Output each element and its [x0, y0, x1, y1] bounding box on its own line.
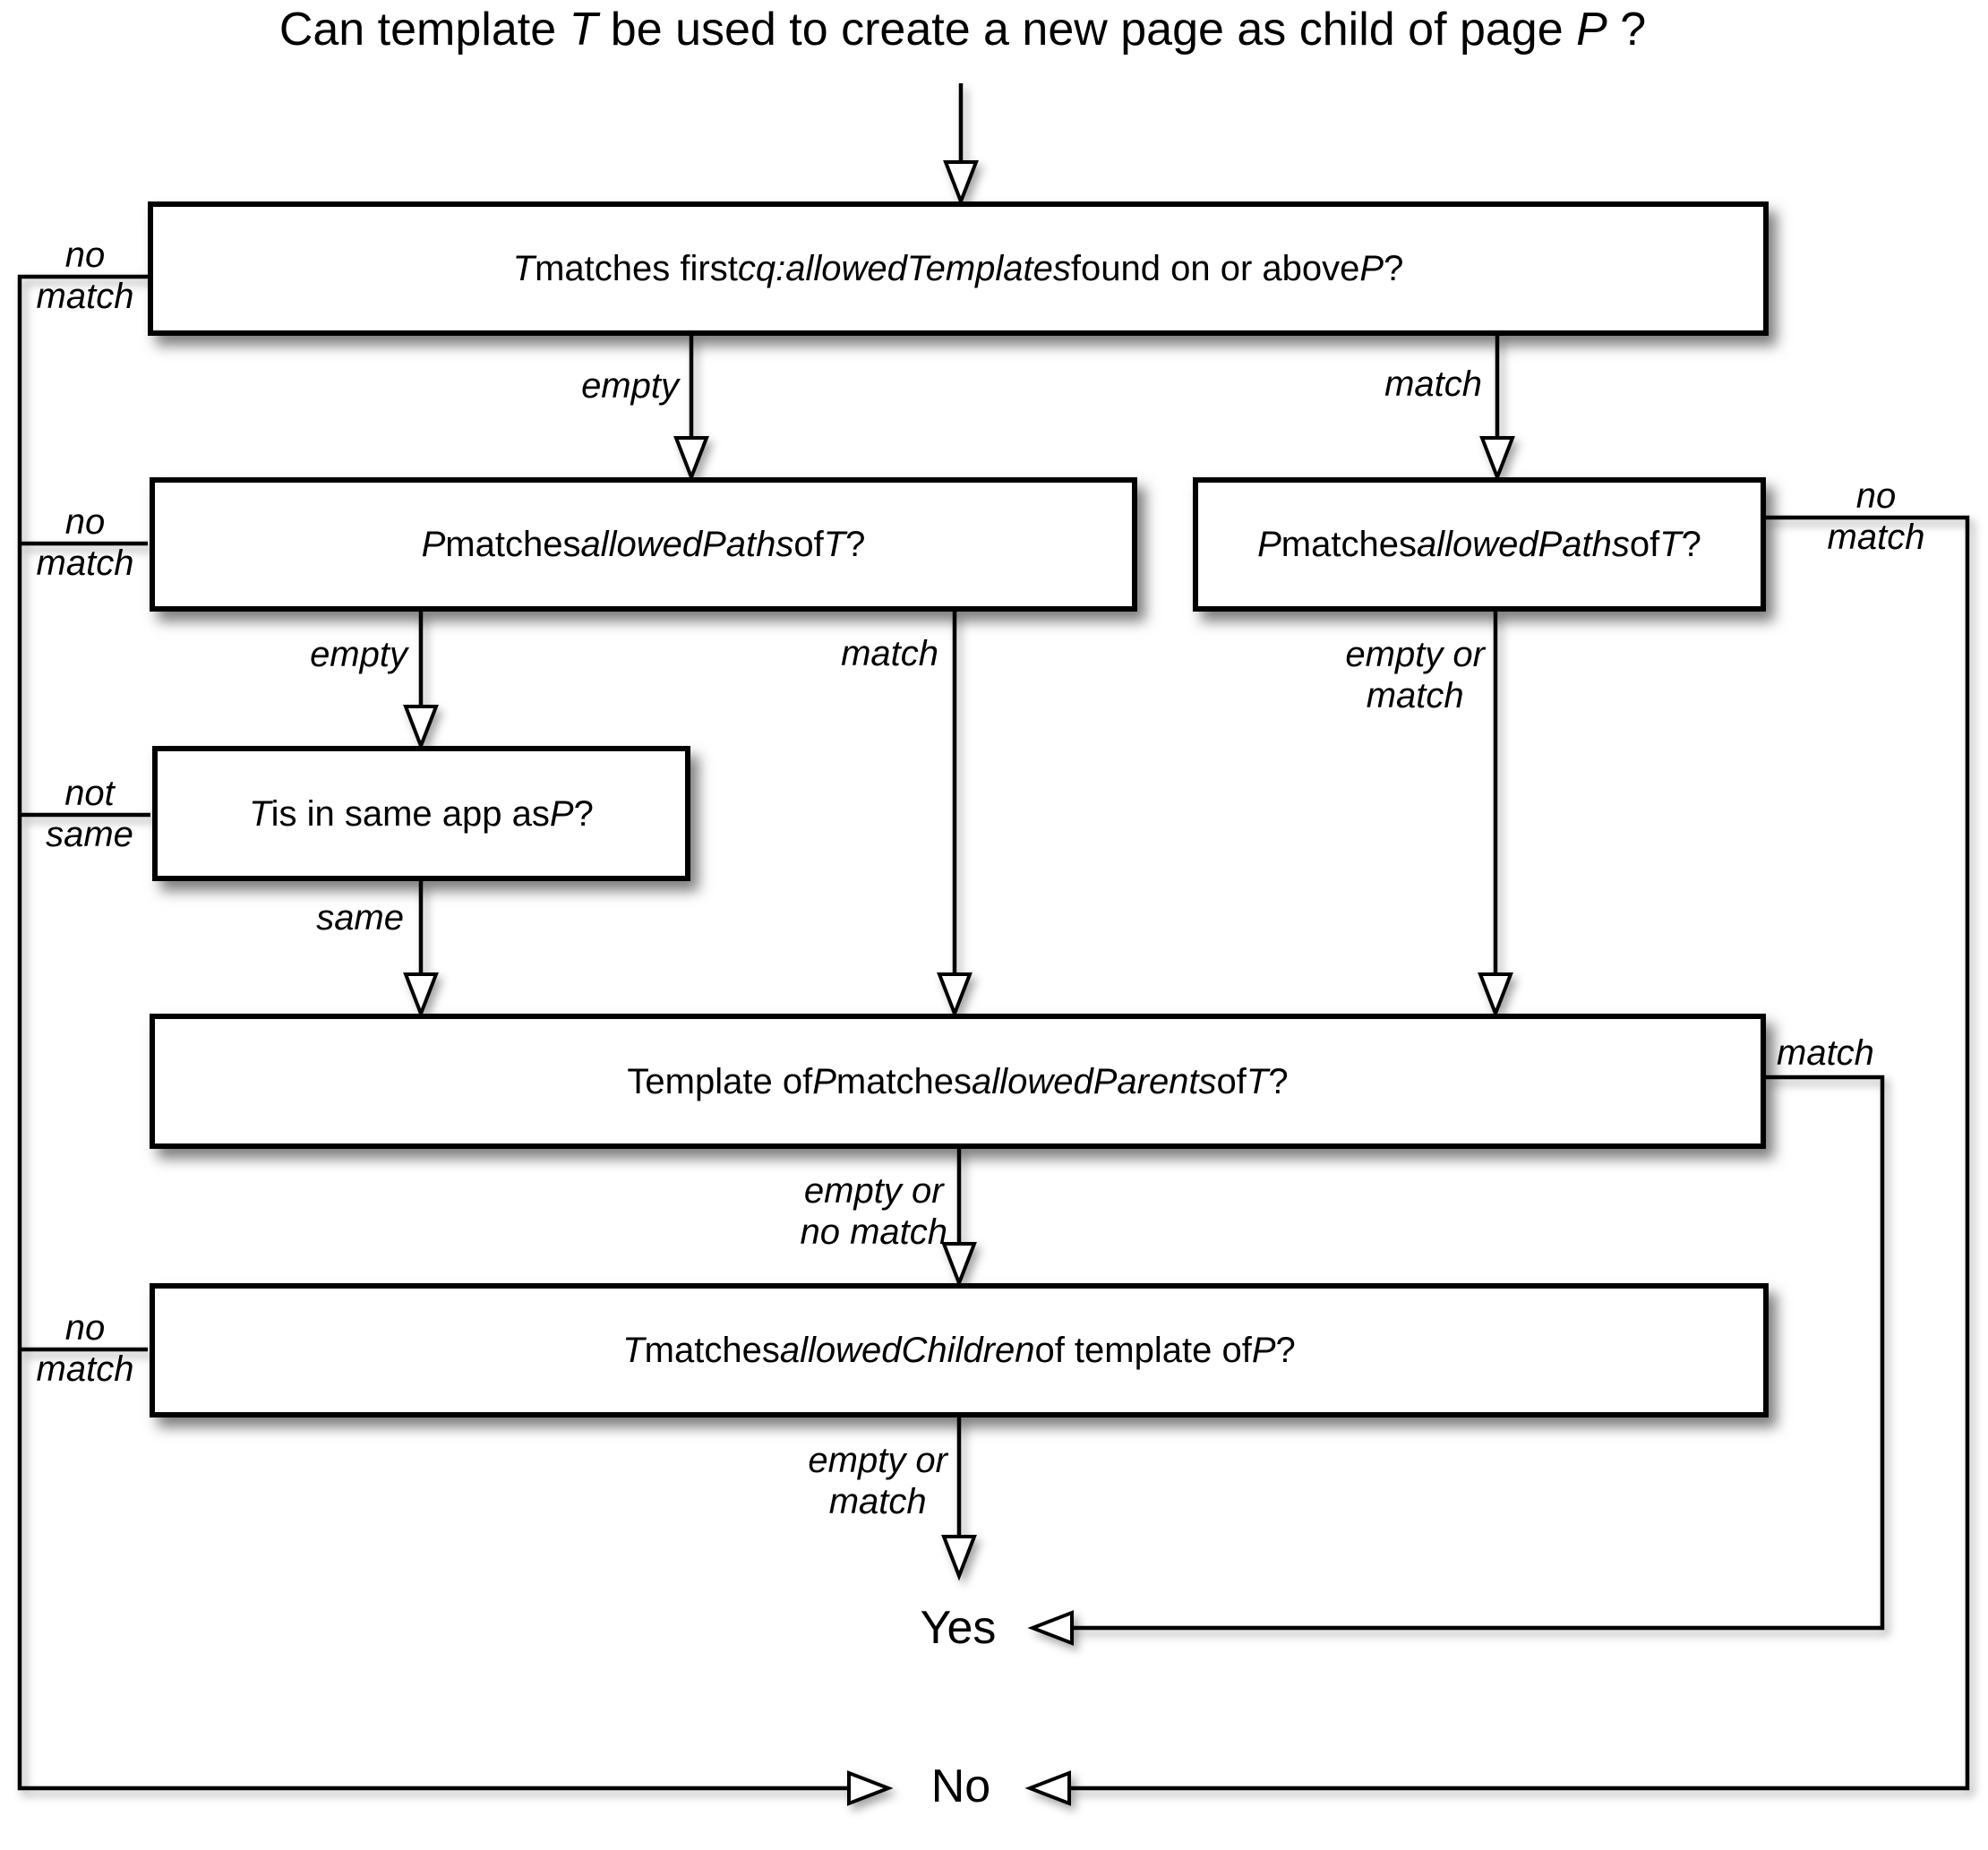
decision-box-same-app: T is in same app as P ? [152, 746, 690, 881]
edge-label-b5-match: match [1777, 1033, 1874, 1073]
edge-label-b2-match: match [841, 634, 938, 673]
edge-label-b1-match: match [1384, 364, 1482, 404]
edge-label-b4-same: same [316, 898, 404, 938]
terminal-no: No [930, 1760, 991, 1812]
arrowhead-down-into-yes [941, 1535, 977, 1581]
arrowhead-down-b2-into-b5 [937, 972, 973, 1019]
connector-left-rail [17, 274, 849, 1791]
arrowhead-down-into-b4 [403, 705, 439, 751]
decision-box-allowed-paths-right: P matches allowedPaths of T ? [1193, 477, 1766, 612]
terminal-yes: Yes [920, 1602, 997, 1654]
decision-box-allowed-paths-left: P matches allowedPaths of T ? [150, 477, 1137, 612]
arrowhead-down-b4-into-b5 [403, 972, 439, 1019]
decision-box-allowed-parents: Template of P matches allowedParents of … [150, 1014, 1766, 1149]
arrowhead-down-into-b3 [1479, 436, 1515, 483]
edge-label-b1-empty: empty [581, 366, 679, 406]
arrowhead-down-into-b6 [941, 1242, 977, 1289]
arrowhead-left-into-yes [1027, 1610, 1074, 1646]
diagram-title: Can template T be used to create a new p… [278, 4, 1647, 56]
arrowhead-down-b3-into-b5 [1478, 972, 1513, 1019]
decision-box-allowed-children: T matches allowedChildren of template of… [150, 1283, 1769, 1417]
arrowhead-down-into-b1 [943, 160, 979, 207]
arrowhead-down-into-b2 [673, 436, 709, 483]
edge-label-b2-empty: empty [310, 635, 407, 674]
arrowhead-left-into-no [1024, 1770, 1071, 1806]
connector-b5-match-rail [1072, 1075, 1885, 1631]
connector-b3-nomatch-rail [1069, 515, 1970, 1791]
decision-box-allowed-templates: T matches first cq:allowedTemplates foun… [148, 201, 1769, 336]
arrowhead-right-into-no [847, 1770, 894, 1806]
